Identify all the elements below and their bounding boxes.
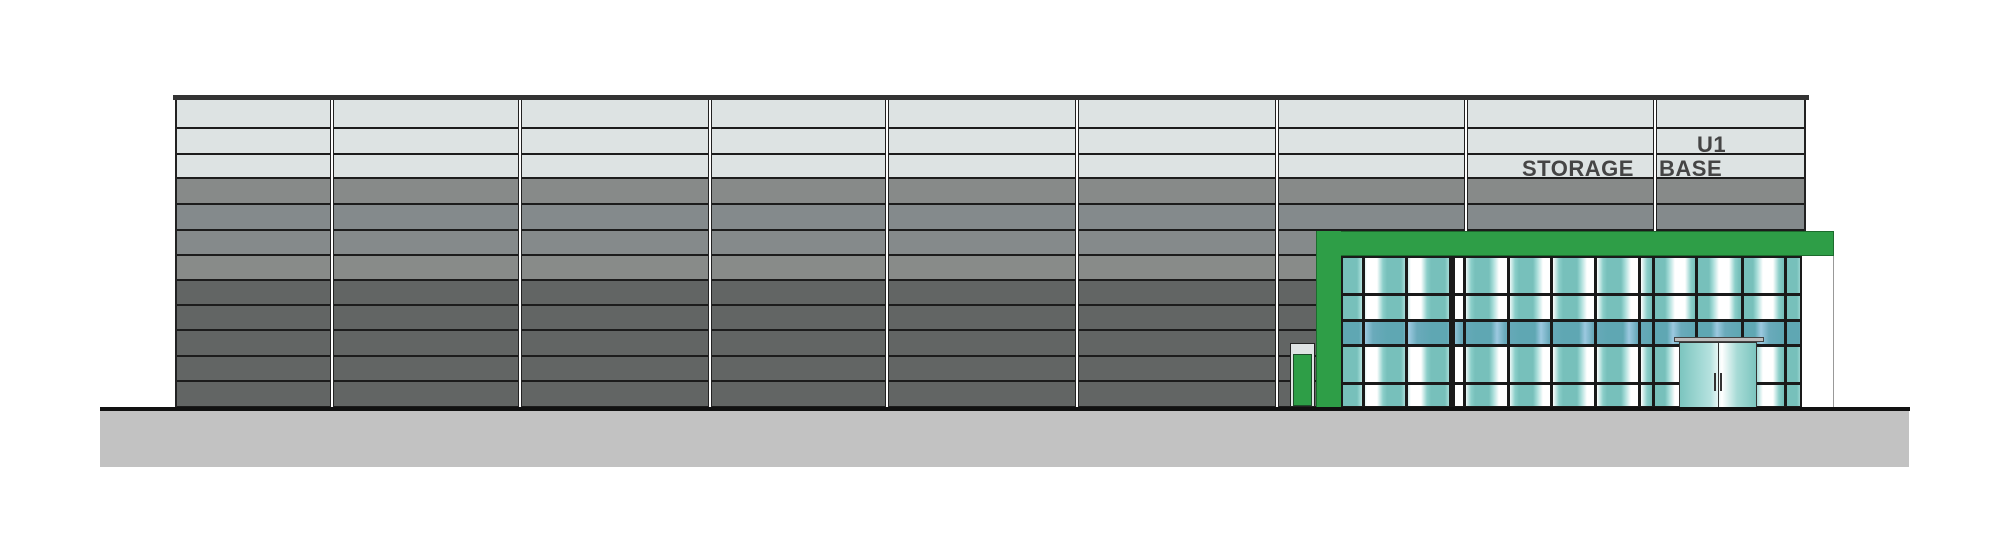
door-handle-right [1720, 373, 1722, 391]
mullion-horizontal [1343, 293, 1800, 296]
cladding-bay-divider [330, 100, 334, 408]
mullion-vertical [1452, 258, 1455, 406]
sign-unit-number: U1 [1697, 132, 1727, 157]
mullion-vertical [1463, 258, 1466, 406]
mullion-horizontal [1343, 344, 1800, 347]
mullion-vertical [1405, 258, 1408, 406]
cladding-band [177, 179, 1804, 205]
cladding-band [177, 205, 1804, 231]
roof-parapet [173, 95, 1809, 100]
cladding-bay-divider [885, 100, 889, 408]
mullion-vertical [1652, 258, 1655, 406]
green-entrance-frame-top [1316, 231, 1834, 256]
sign-base-text: BASE [1659, 156, 1723, 181]
ground-slab [100, 411, 1909, 467]
cladding-bay-divider [1275, 100, 1279, 408]
cladding-bay-divider [708, 100, 712, 408]
cladding-band [177, 100, 1804, 129]
cladding-band [177, 155, 1804, 179]
warehouse-facade [175, 100, 1806, 408]
mullion-horizontal [1343, 319, 1800, 322]
mullion-vertical [1784, 258, 1787, 406]
green-entrance-frame-left [1316, 231, 1341, 408]
door-handle-left [1714, 373, 1716, 391]
cladding-bay-divider [518, 100, 522, 408]
side-panel [1802, 256, 1834, 408]
mullion-vertical [1638, 258, 1641, 406]
mullion-vertical [1695, 258, 1698, 406]
mullion-vertical [1362, 258, 1365, 406]
ground-line [100, 407, 1910, 411]
main-entrance-doors [1679, 342, 1757, 408]
mullion-vertical [1550, 258, 1553, 406]
mullion-horizontal [1343, 382, 1800, 385]
sign-storage-text: STORAGE [1522, 156, 1634, 181]
cladding-bay-divider [1075, 100, 1079, 408]
side-door-leaf [1293, 354, 1312, 406]
mullion-vertical [1449, 258, 1452, 406]
side-door [1290, 343, 1315, 407]
mullion-vertical [1741, 258, 1744, 406]
mullion-vertical [1594, 258, 1597, 406]
door-split [1718, 343, 1719, 407]
cladding-band [177, 129, 1804, 155]
entrance-canopy [1674, 337, 1764, 342]
mullion-vertical [1507, 258, 1510, 406]
